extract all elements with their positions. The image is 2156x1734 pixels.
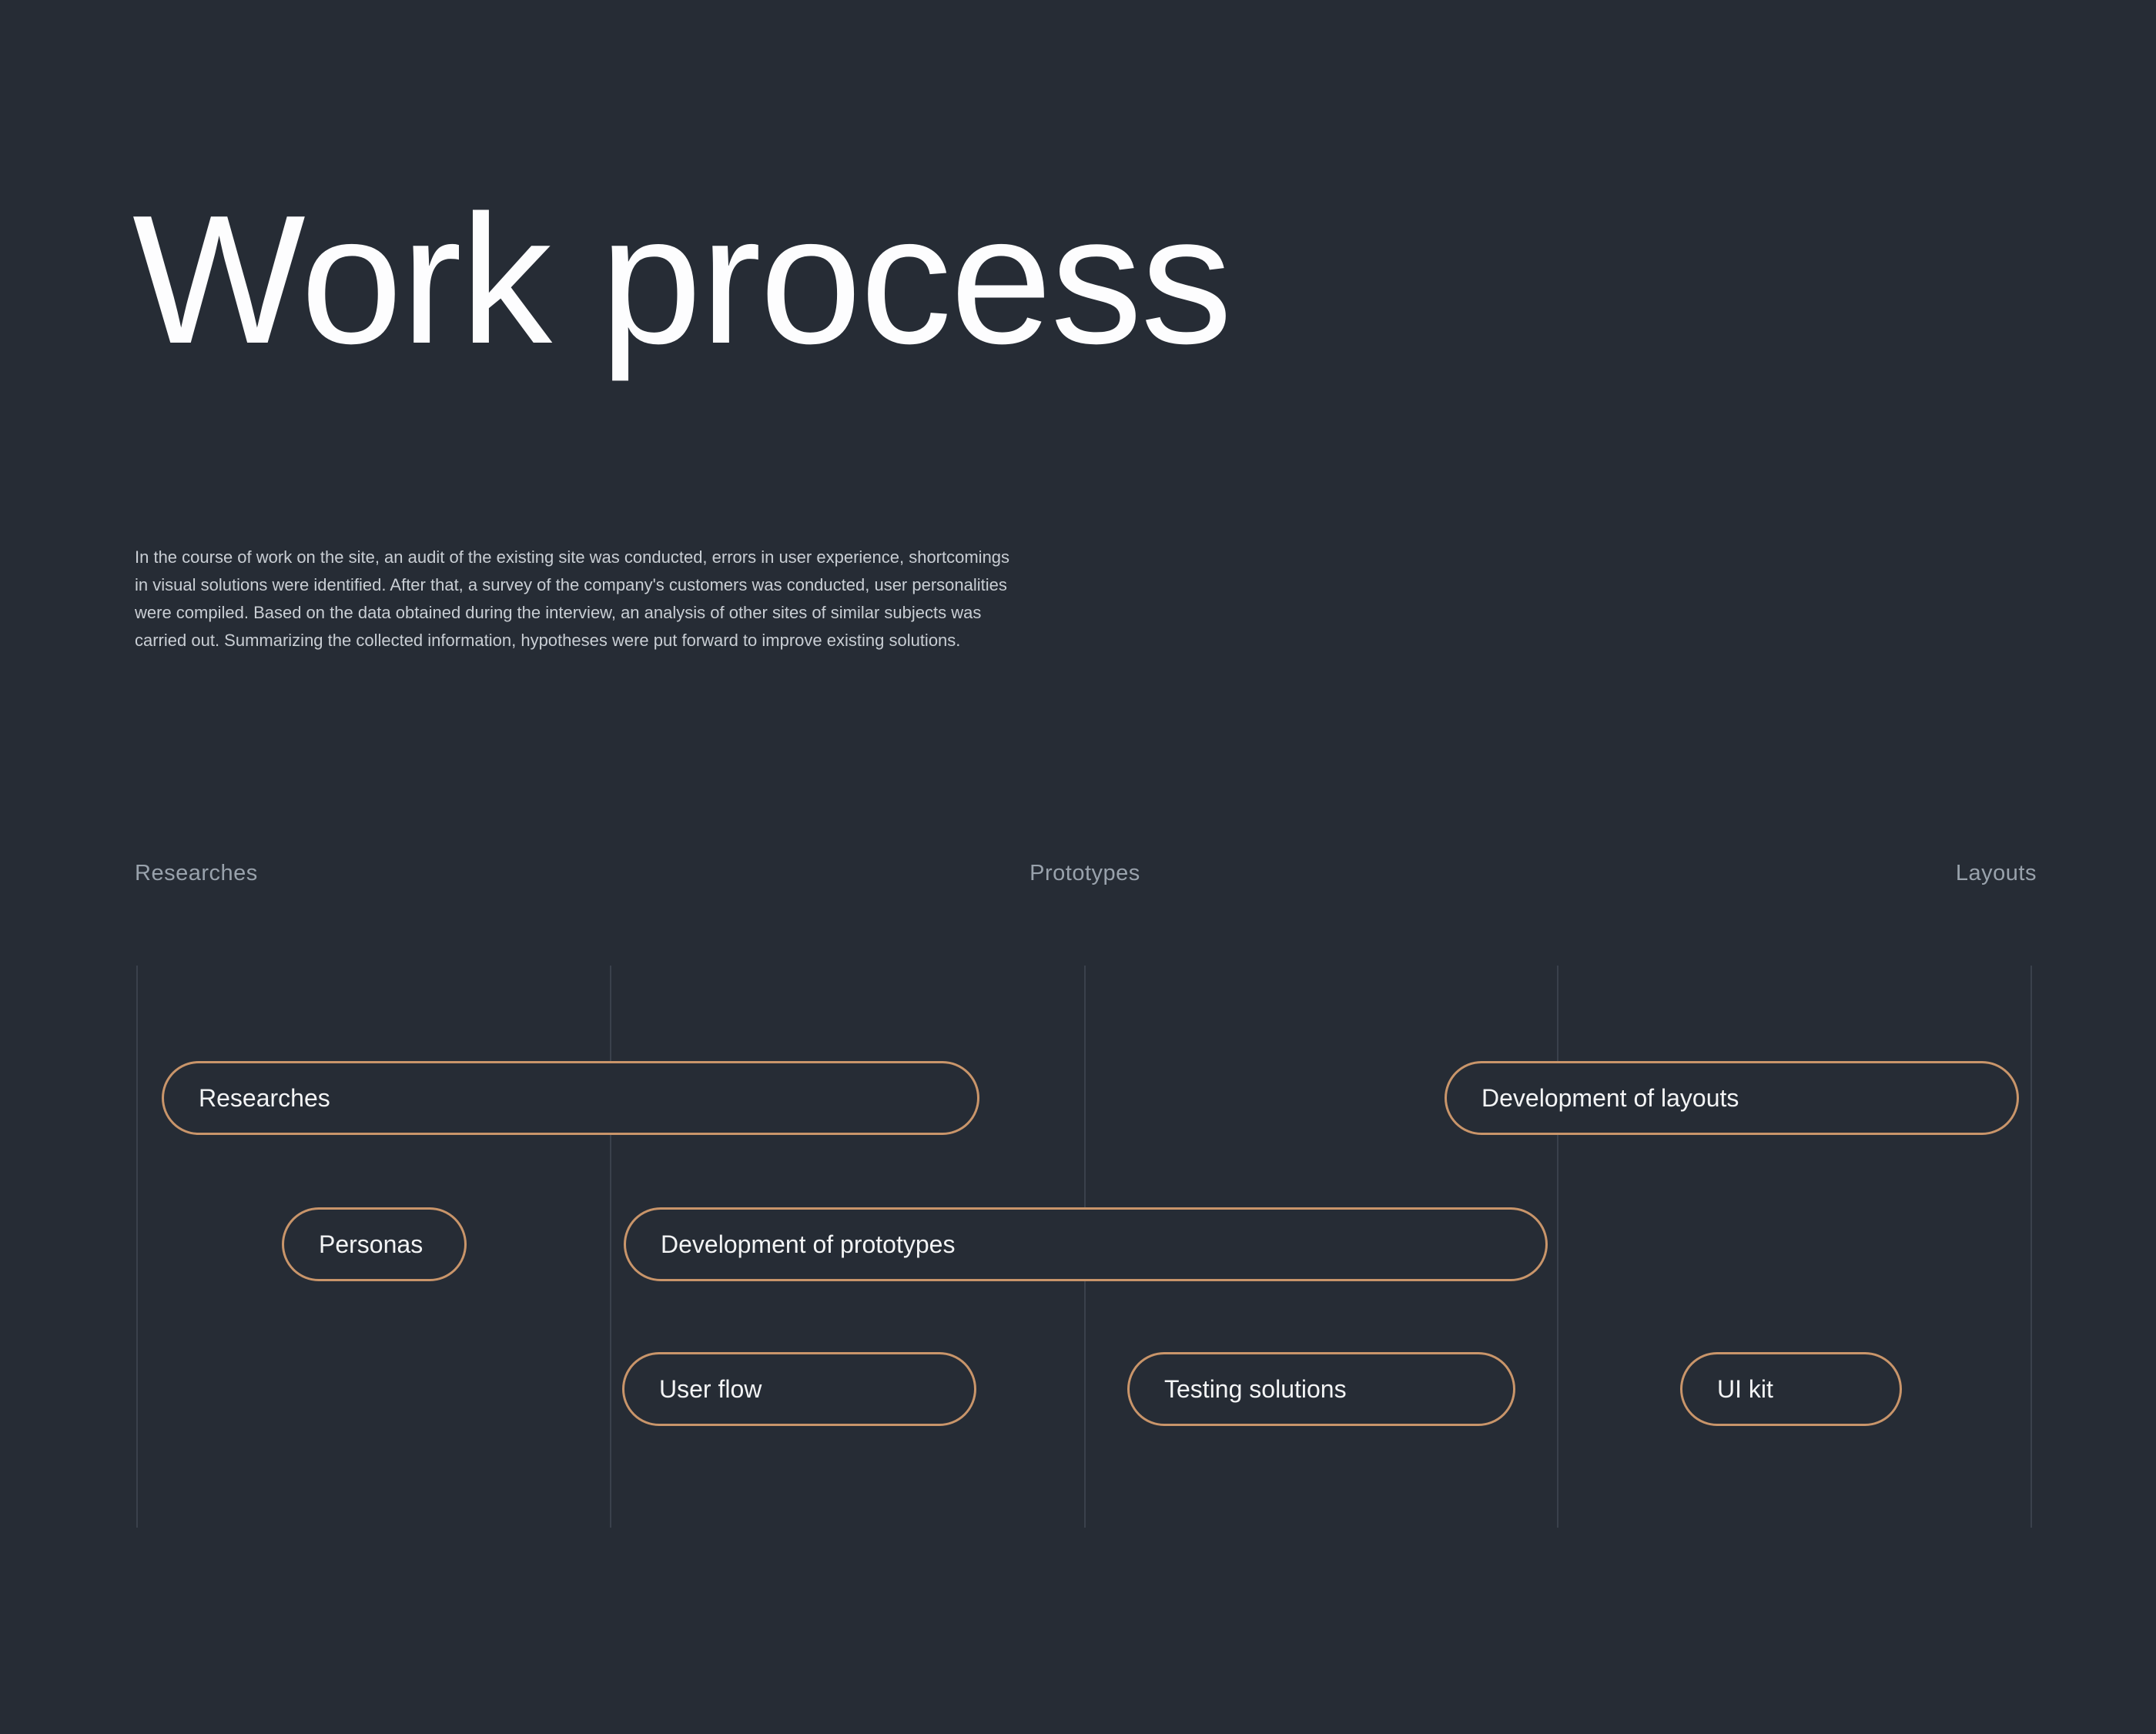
task-pill-label: Development of layouts [1481, 1083, 1739, 1112]
timeline-gridline [610, 966, 611, 1528]
task-pill-researches: Researches [162, 1061, 979, 1135]
task-pill-testing-solutions: Testing solutions [1127, 1352, 1515, 1426]
timeline-gridline [136, 966, 138, 1528]
task-pill-development-of-prototypes: Development of prototypes [624, 1207, 1548, 1281]
task-pill-user-flow: User flow [622, 1352, 976, 1426]
task-pill-label: Development of prototypes [661, 1230, 956, 1258]
column-label-prototypes: Prototypes [1029, 861, 1140, 885]
task-pill-label: User flow [659, 1374, 762, 1403]
task-pill-label: Researches [199, 1083, 330, 1112]
page-title: Work process [132, 178, 1232, 382]
task-pill-label: Personas [319, 1230, 424, 1258]
task-pill-label: UI kit [1717, 1374, 1773, 1403]
task-pill-ui-kit: UI kit [1680, 1352, 1902, 1426]
column-label-researches: Researches [135, 861, 258, 885]
column-label-layouts: Layouts [1955, 861, 2037, 885]
process-description: In the course of work on the site, an au… [135, 547, 1010, 650]
task-pill-label: Testing solutions [1164, 1374, 1347, 1403]
timeline-gridline [1557, 966, 1558, 1528]
timeline-gridline [2030, 966, 2032, 1528]
task-pill-development-of-layouts: Development of layouts [1445, 1061, 2019, 1135]
task-pill-personas: Personas [282, 1207, 467, 1281]
